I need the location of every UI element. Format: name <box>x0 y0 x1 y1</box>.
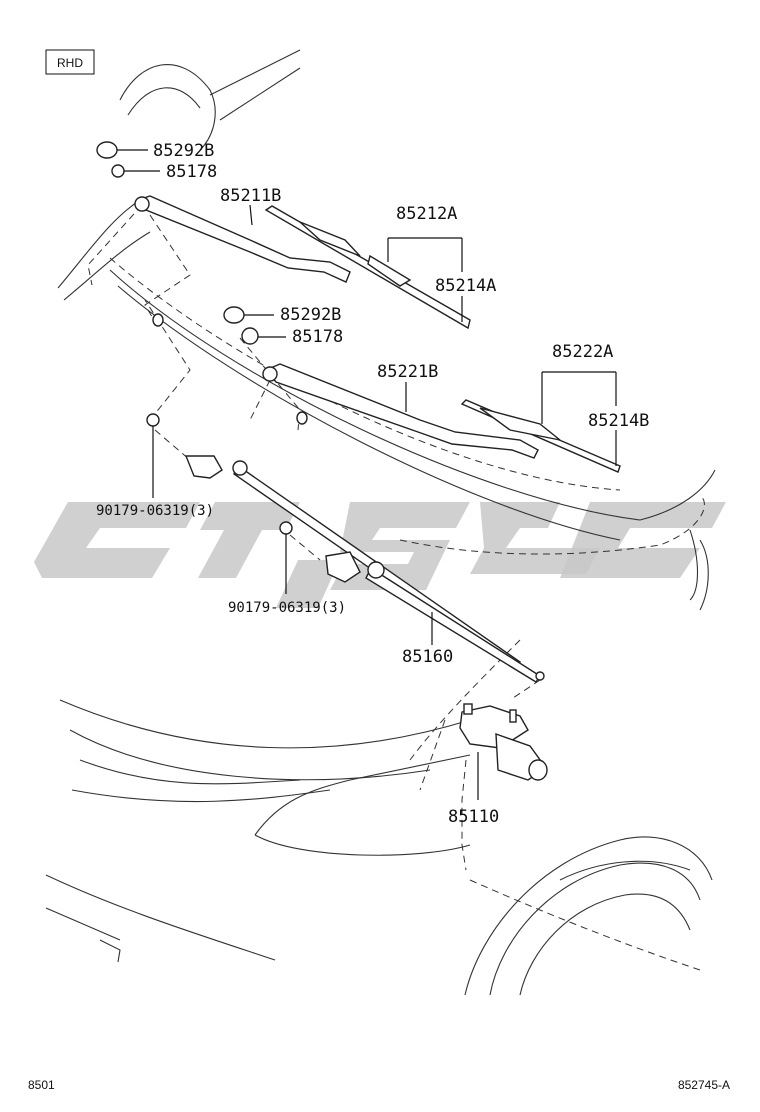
watermark-logo <box>34 502 726 608</box>
vehicle-body-outline <box>45 49 716 996</box>
bolt-icon <box>146 413 160 427</box>
wiper-blade-lh <box>460 399 621 473</box>
wiper-linkage <box>184 455 545 683</box>
rhd-badge-frame <box>45 49 95 75</box>
label-rubber-lh: 85214B <box>588 411 649 431</box>
label-cap-upper: 85292B <box>153 141 214 161</box>
wiper-motor <box>459 703 548 781</box>
wiper-arm-rh <box>134 195 351 283</box>
label-arm-lh: 85221B <box>377 362 438 382</box>
nut-icon <box>111 164 125 178</box>
label-arm-rh: 85211B <box>220 186 281 206</box>
leader-lines <box>117 149 617 800</box>
label-nut-upper: 85178 <box>166 162 217 182</box>
label-bolt-right: 90179-06319(3) <box>228 600 346 616</box>
nut-icon <box>241 327 259 345</box>
label-nut-lower: 85178 <box>292 327 343 347</box>
wiper-blade-rh <box>264 205 471 330</box>
rhd-badge: RHD <box>57 56 83 70</box>
footer-figure-code: 852745-A <box>678 1078 730 1092</box>
assembly-dashed-lines <box>87 204 705 971</box>
footer-page-code: 8501 <box>28 1078 55 1092</box>
wiper-arm-lh <box>262 363 539 459</box>
caps-and-nuts <box>96 141 308 535</box>
label-link: 85160 <box>402 647 453 667</box>
label-cap-lower: 85292B <box>280 305 341 325</box>
bolt-icon <box>279 521 293 535</box>
label-rubber-rh: 85214A <box>435 276 496 296</box>
cap-icon <box>223 306 245 324</box>
label-bolt-left: 90179-06319(3) <box>96 503 214 519</box>
cap-icon <box>96 141 118 159</box>
label-motor: 85110 <box>448 807 499 827</box>
label-blade-lh: 85222A <box>552 342 613 362</box>
label-blade-rh: 85212A <box>396 204 457 224</box>
